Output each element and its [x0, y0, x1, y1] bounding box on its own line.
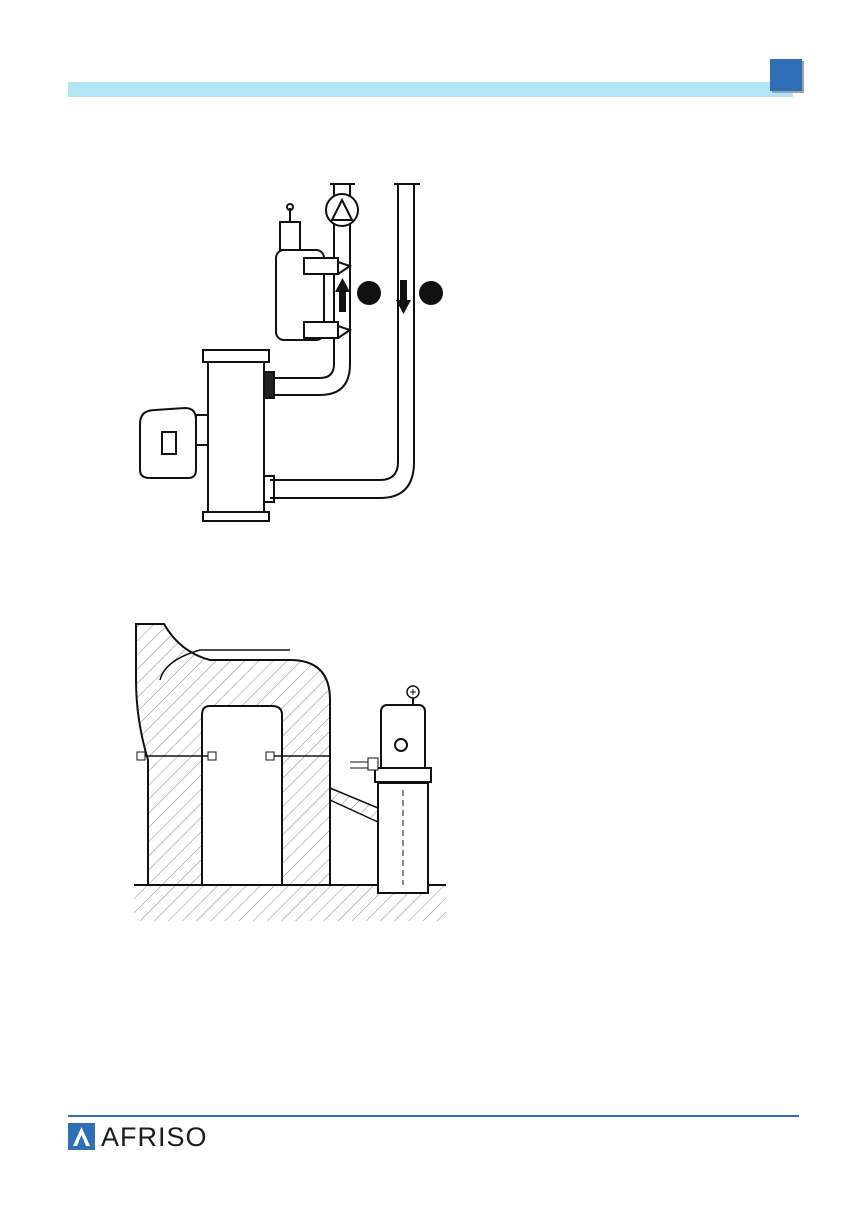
afriso-logo-icon	[68, 1123, 95, 1150]
footer-rule	[68, 1115, 799, 1117]
footer-brand: AFRISO	[101, 1122, 208, 1152]
boiler-unit	[378, 783, 428, 893]
chimney-wall	[136, 624, 330, 885]
